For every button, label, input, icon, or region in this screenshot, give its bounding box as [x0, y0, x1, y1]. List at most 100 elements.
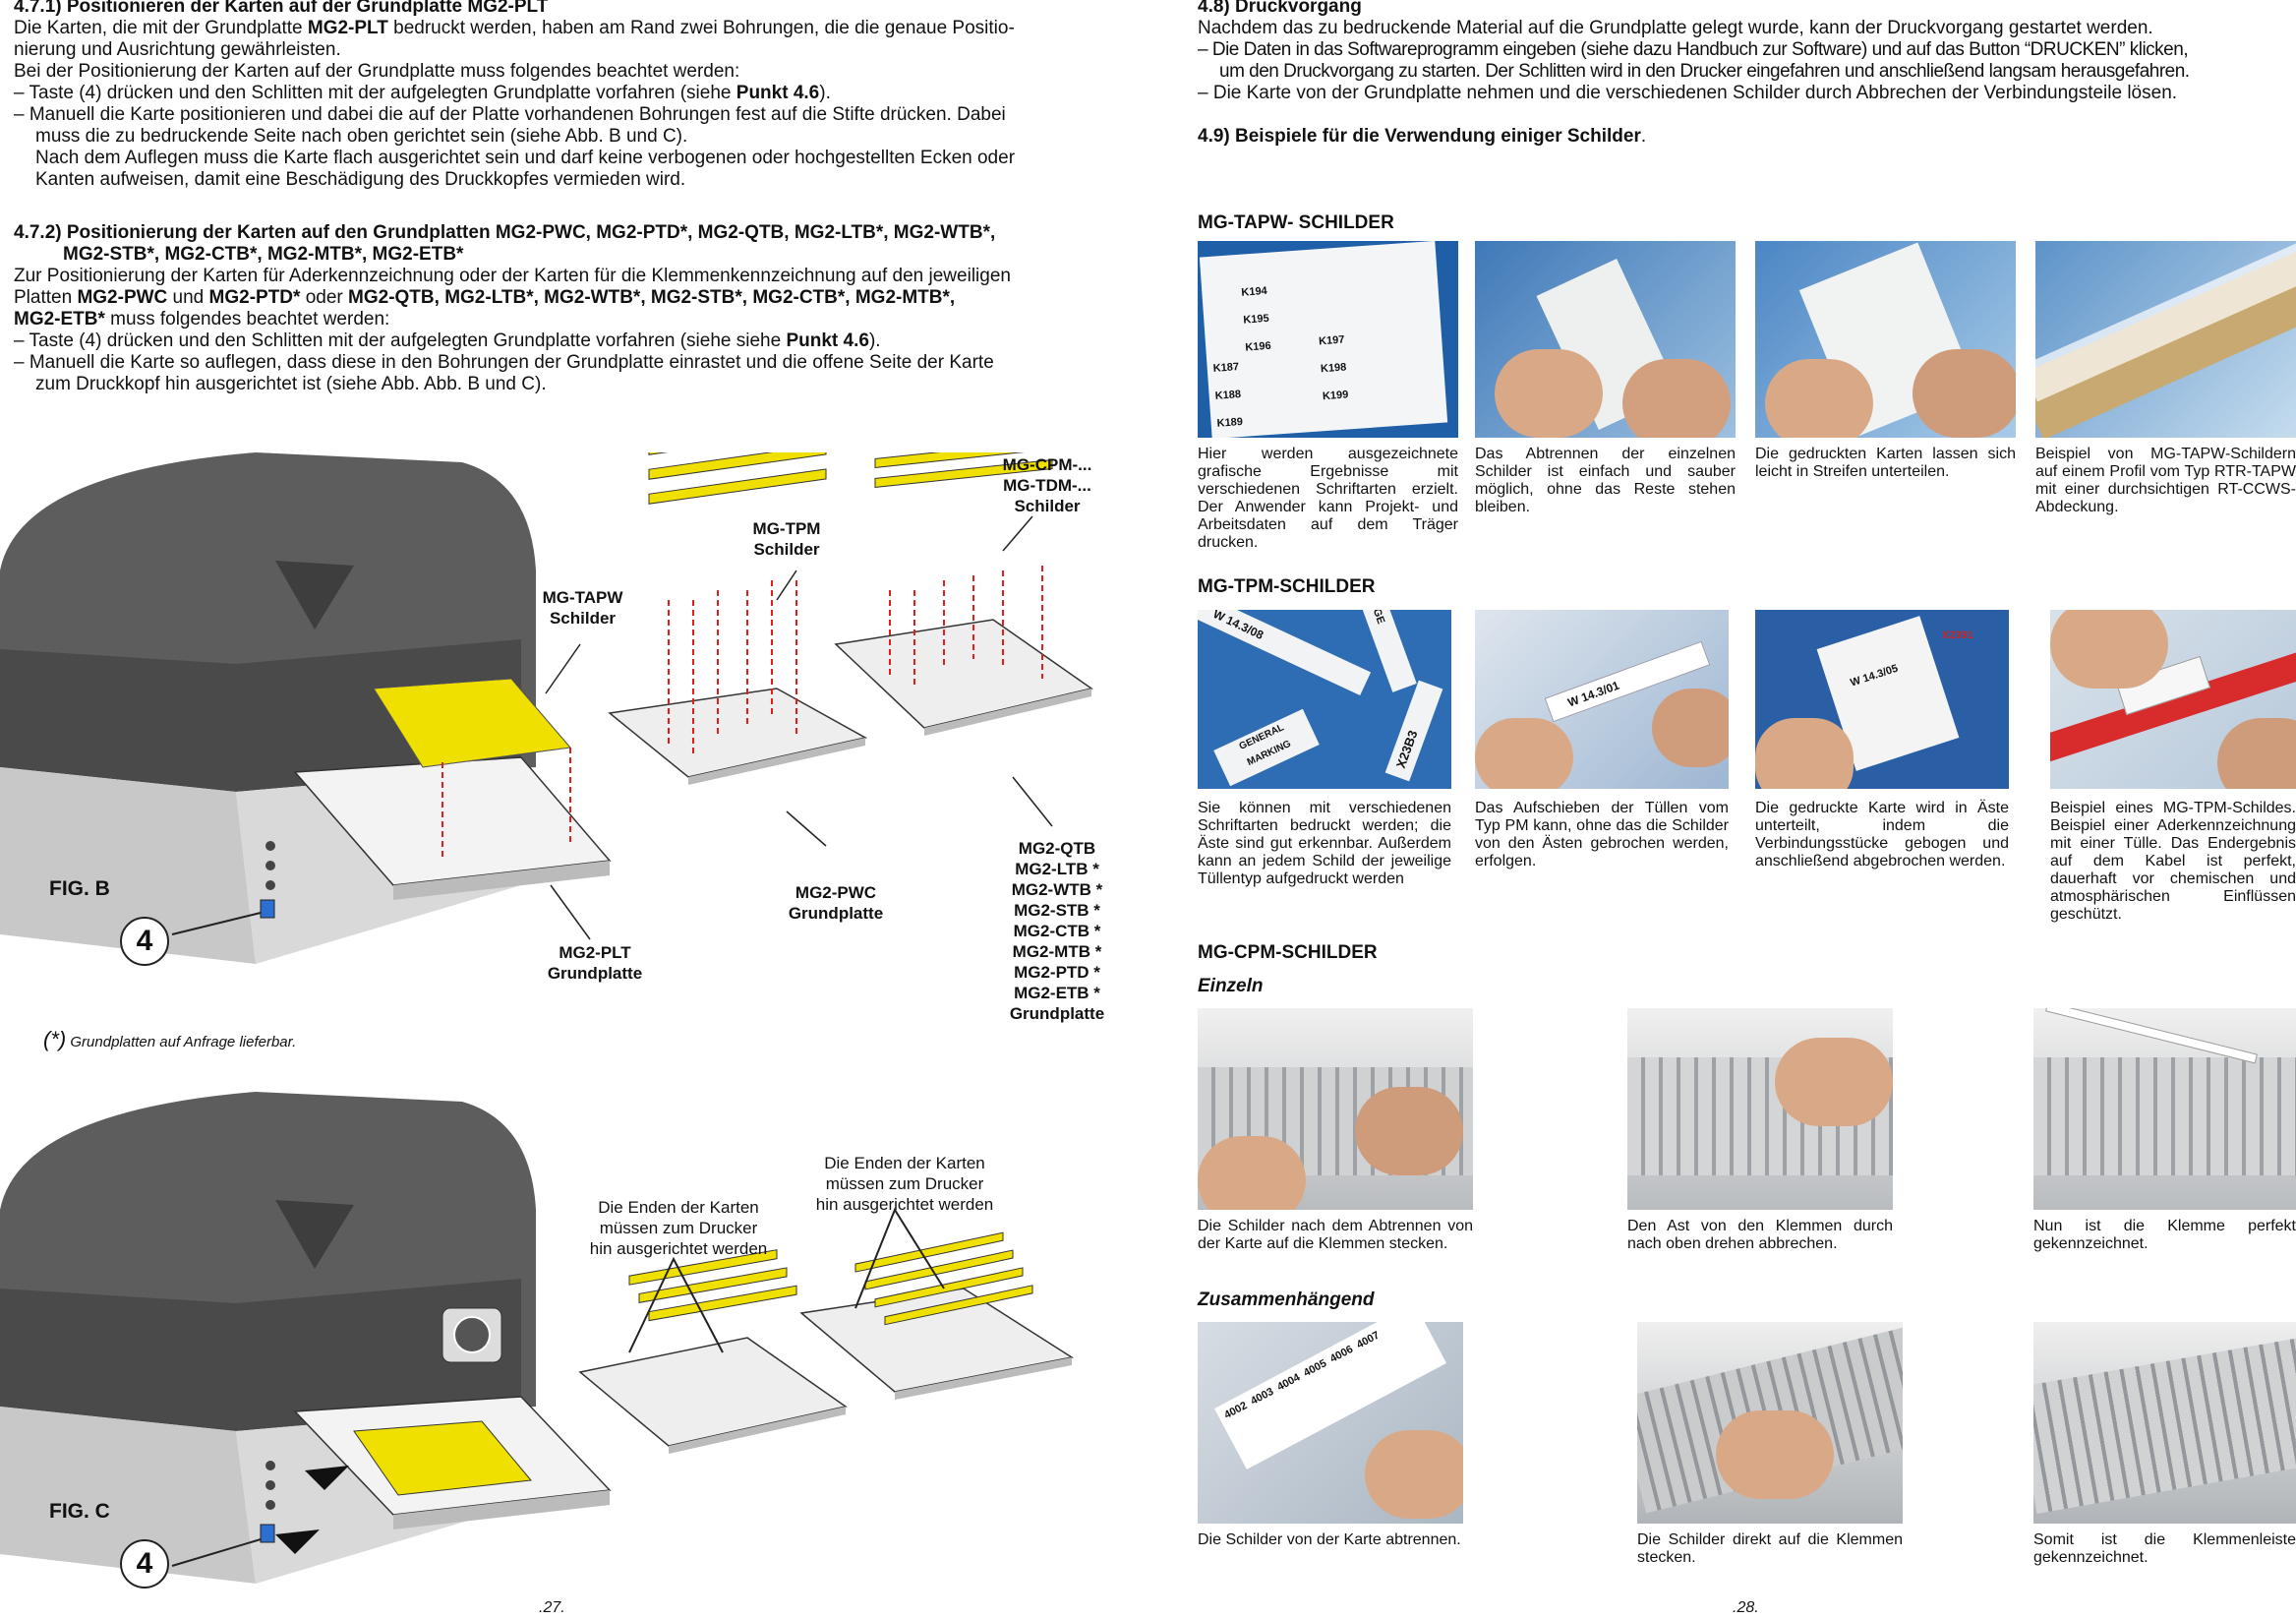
- cpm-title: MG-CPM-SCHILDER: [1198, 942, 1378, 963]
- photo-cpm-einzeln-1: [1198, 1008, 1473, 1210]
- yellow-cpm-card: [874, 452, 1053, 489]
- arrow-marker: [305, 1466, 349, 1490]
- tpm-label: W 14.3/08: [1198, 610, 1372, 696]
- cpm-caption-zusammen-1: Die Schilder von der Karte abtrennen.: [1198, 1531, 1461, 1548]
- indicator-light: [265, 880, 275, 890]
- paragraph: nierung und Ausrichtung gewährleisten.: [14, 39, 341, 60]
- plate-pwc-edge: [669, 1407, 846, 1454]
- paragraph: MG2-ETB* muss folgendes beachtet werden:: [14, 309, 390, 330]
- paragraph: Die Karten, die mit der Grundplatte MG2-…: [14, 18, 1015, 38]
- button-4-callout: 4: [120, 1539, 169, 1589]
- printer-base-left: [0, 1407, 256, 1584]
- finger: [1475, 718, 1573, 789]
- section-4-7-1: 4.7.1) Positionieren der Karten auf der …: [14, 0, 1115, 191]
- plate-pwc-edge: [688, 738, 865, 785]
- tpm-label: X23B3: [1384, 680, 1443, 782]
- finger: [1365, 1430, 1463, 1519]
- paragraph: Bei der Positionierung der Karten auf de…: [14, 61, 740, 82]
- plate-qtb-edge: [924, 689, 1091, 736]
- terminal-block: [2033, 1336, 2296, 1515]
- photo-tapw-2: [1475, 241, 1736, 438]
- page-number: .28.: [1733, 1599, 1759, 1616]
- list-item: – Manuell die Karte positionieren und da…: [14, 104, 1006, 125]
- cpm-caption-einzeln-2: Den Ast von den Klemmen durch nach oben …: [1627, 1218, 1893, 1252]
- section-4-7-1-heading: 4.7.1) Positionieren der Karten auf der …: [14, 0, 549, 17]
- tray-edge: [393, 1490, 610, 1529]
- terminal-block: [2033, 1057, 2296, 1175]
- printer-logo-triangle: [275, 561, 354, 630]
- paragraph: Zur Positionierung der Karten für Aderke…: [14, 266, 1011, 286]
- indicator-light: [265, 841, 275, 851]
- callout-mg-cpm: MG-CPM-...MG-TDM-...Schilder: [1002, 455, 1092, 515]
- fig-c-label: FIG. C: [49, 1500, 110, 1523]
- plate-qtb: [834, 619, 1093, 729]
- finger: [1765, 359, 1873, 438]
- leader-line: [1012, 776, 1053, 827]
- indicator-light: [265, 861, 275, 870]
- photo-tpm-4: [2050, 610, 2296, 789]
- printer-base-left: [0, 767, 256, 964]
- cpm-caption-einzeln-3: Nun ist die Klemme perfekt gekennzeichne…: [2033, 1218, 2296, 1252]
- fig-b-illustration: [0, 452, 1093, 964]
- left-page: 4.7.1) Positionieren der Karten auf der …: [0, 0, 1131, 1619]
- label-strip: [2045, 1008, 2258, 1064]
- plate-pwc: [578, 1337, 848, 1447]
- list-item-cont: Kanten aufweisen, damit eine Beschädigun…: [35, 169, 686, 190]
- finger: [1495, 349, 1603, 438]
- cpm-caption-einzeln-1: Die Schilder nach dem Abtrennen von der …: [1198, 1218, 1473, 1252]
- callout-triangle: [628, 1256, 724, 1353]
- finger: [1775, 1038, 1893, 1126]
- photo-tpm-3: W 14.3/05 X2391: [1755, 610, 2009, 789]
- finger: [1622, 359, 1731, 438]
- finger: [1355, 1087, 1463, 1175]
- list-item: – Die Daten in das Softwareprogramm eing…: [1198, 39, 2189, 60]
- printer-front-upper: [0, 1279, 521, 1431]
- page-number: .27.: [539, 1599, 565, 1616]
- paragraph: Platten MG2-PWC und MG2-PTD* oder MG2-QT…: [14, 287, 956, 308]
- leader-line: [545, 643, 581, 694]
- section-4-9-heading: 4.9) Beispiele für die Verwendung einige…: [1198, 126, 1647, 147]
- red-arrows-plt: [442, 748, 571, 861]
- tpm-caption-1: Sie können mit verschiedenen Schriftarte…: [1198, 800, 1451, 887]
- fig-b-label: FIG. B: [49, 877, 110, 900]
- leader-line: [171, 912, 262, 935]
- tapw-caption-1: Hier werden ausgezeichnete grafische Erg…: [1198, 446, 1458, 551]
- yellow-tpm-card: [628, 1249, 797, 1322]
- plate-qtb: [799, 1288, 1074, 1393]
- tpm-caption-2: Das Aufschieben der Tüllen vom Typ PM ka…: [1475, 800, 1729, 869]
- plate-pwc: [608, 688, 868, 778]
- list-item-cont: muss die zu bedruckende Seite nach oben …: [35, 126, 688, 147]
- red-arrows-pwc: [668, 580, 797, 757]
- finger: [1913, 349, 2016, 438]
- tpm-caption-3: Die gedruckte Karte wird in Äste unterte…: [1755, 800, 2009, 869]
- tpm-title: MG-TPM-SCHILDER: [1198, 576, 1376, 597]
- button-4-blue: [260, 1524, 275, 1543]
- photo-tpm-2: W 14.3/01: [1475, 610, 1729, 789]
- leader-line: [1002, 515, 1033, 552]
- tapw-caption-2: Das Abtrennen der einzelnen Schilder ist…: [1475, 446, 1736, 515]
- paragraph: Nachdem das zu bedruckende Material auf …: [1198, 18, 2153, 38]
- finger: [1716, 1410, 1834, 1499]
- plate-qtb-edge: [895, 1357, 1072, 1400]
- yellow-cpm-card: [854, 1231, 1033, 1326]
- finger: [1198, 1136, 1306, 1210]
- finger: [2050, 610, 2168, 689]
- section-4-7-2-heading: 4.7.2) Positionierung der Karten auf den…: [14, 222, 996, 243]
- list-item: – Die Karte von der Grundplatte nehmen u…: [1198, 83, 2178, 103]
- section-4-7-2-heading-cont: MG2-STB*, MG2-CTB*, MG2-MTB*, MG2-ETB*: [63, 244, 464, 265]
- list-item: – Taste (4) drücken und den Schlitten mi…: [14, 330, 881, 351]
- cpm-caption-zusammen-2: Die Schilder direkt auf die Klemmen stec…: [1637, 1531, 1903, 1566]
- photo-cpm-zusammen-2: [1637, 1322, 1903, 1524]
- photo-tapw-3: [1755, 241, 2016, 438]
- footnote: (*) Grundplatten auf Anfrage lieferbar.: [43, 1027, 297, 1051]
